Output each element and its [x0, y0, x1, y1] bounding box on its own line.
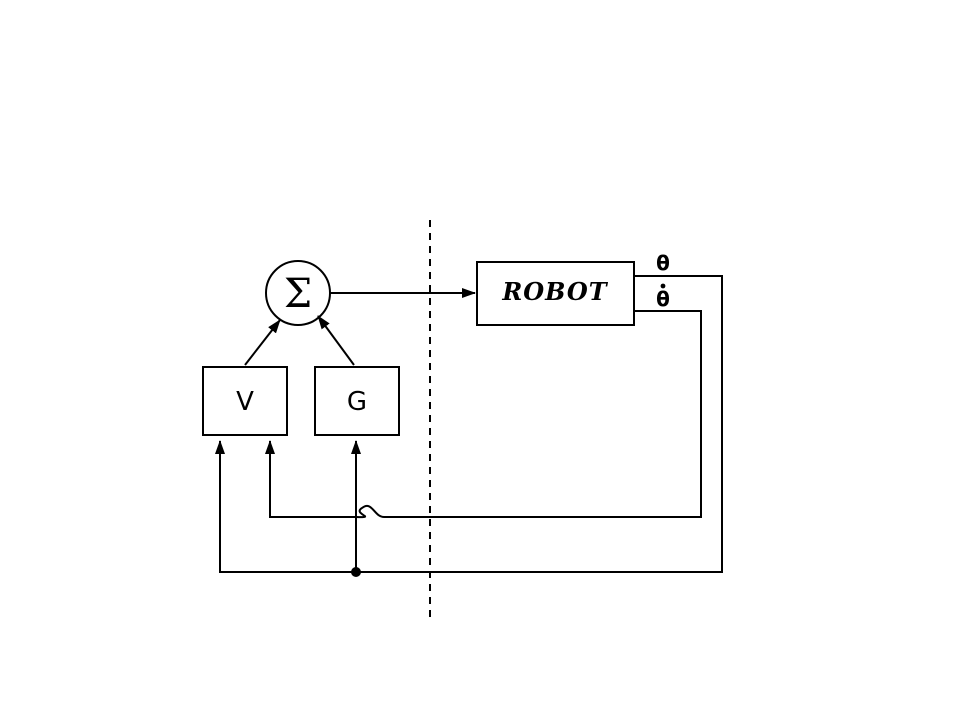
theta-label: θ: [656, 251, 670, 275]
g-to-sum-arrow: [317, 315, 355, 366]
g-block: G: [314, 366, 400, 436]
g-label: G: [347, 387, 367, 417]
v-block: V: [202, 366, 288, 436]
theta-dot-marker: [660, 283, 666, 289]
theta-feedback-line: [215, 275, 723, 573]
summing-junction: Σ: [265, 260, 331, 326]
v-to-sum-arrow: [244, 319, 281, 366]
theta-dot-feedback-line: [265, 310, 702, 519]
sigma-symbol: Σ: [284, 271, 312, 317]
v-label: V: [236, 387, 254, 417]
robot-label: ROBOT: [501, 277, 608, 306]
robot-block: ROBOT: [476, 261, 635, 326]
theta-dot-label: θ: [656, 287, 670, 311]
